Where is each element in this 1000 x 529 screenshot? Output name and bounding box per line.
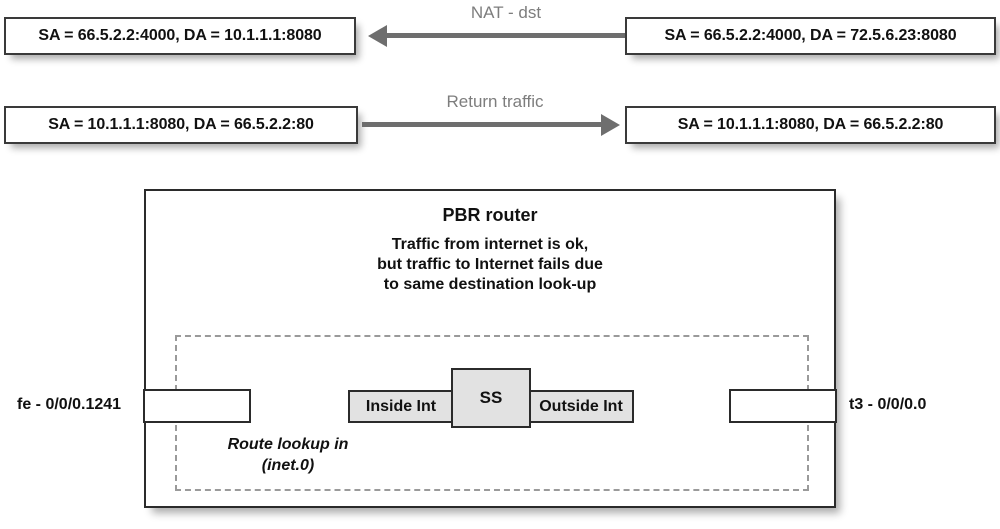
interface-stub-left bbox=[143, 389, 251, 423]
outside-interface-box: Outside Int bbox=[528, 390, 634, 423]
arrow-label-nat-dst: NAT - dst bbox=[470, 3, 542, 22]
router-description-line-3: to same destination look-up bbox=[383, 276, 597, 293]
packet-box-nat-dst-left: SA = 66.5.2.2:4000, DA = 10.1.1.1:8080 bbox=[4, 17, 356, 55]
arrow-shaft-nat-dst bbox=[386, 33, 625, 38]
arrow-head-right-return-traffic bbox=[601, 114, 620, 136]
interface-label-right: t3 - 0/0/0.0 bbox=[849, 396, 927, 413]
packet-box-return-traffic-right: SA = 10.1.1.1:8080, DA = 66.5.2.2:80 bbox=[625, 106, 996, 144]
arrow-shaft-return-traffic bbox=[362, 122, 602, 127]
arrow-label-return-traffic: Return traffic bbox=[446, 92, 544, 111]
router-description: Traffic from internet is ok, but traffic… bbox=[146, 235, 834, 295]
interface-stub-right bbox=[729, 389, 837, 423]
pbr-router-chassis: PBR router Traffic from internet is ok, … bbox=[144, 189, 836, 508]
interface-label-left: fe - 0/0/0.1241 bbox=[17, 396, 122, 413]
inside-interface-box: Inside Int bbox=[348, 390, 454, 423]
packet-box-return-traffic-left: SA = 10.1.1.1:8080, DA = 66.5.2.2:80 bbox=[4, 106, 358, 144]
router-description-line-1: Traffic from internet is ok, bbox=[391, 236, 589, 253]
router-title: PBR router bbox=[442, 205, 538, 225]
packet-box-nat-dst-right: SA = 66.5.2.2:4000, DA = 72.5.6.23:8080 bbox=[625, 17, 996, 55]
route-lookup-label: Route lookup in (inet.0) bbox=[188, 434, 388, 476]
route-lookup-line-2: (inet.0) bbox=[261, 457, 315, 474]
service-set-box: SS bbox=[451, 368, 531, 428]
arrow-head-left-nat-dst bbox=[368, 25, 387, 47]
route-lookup-line-1: Route lookup in bbox=[227, 436, 349, 453]
router-description-line-2: but traffic to Internet fails due bbox=[377, 256, 603, 273]
